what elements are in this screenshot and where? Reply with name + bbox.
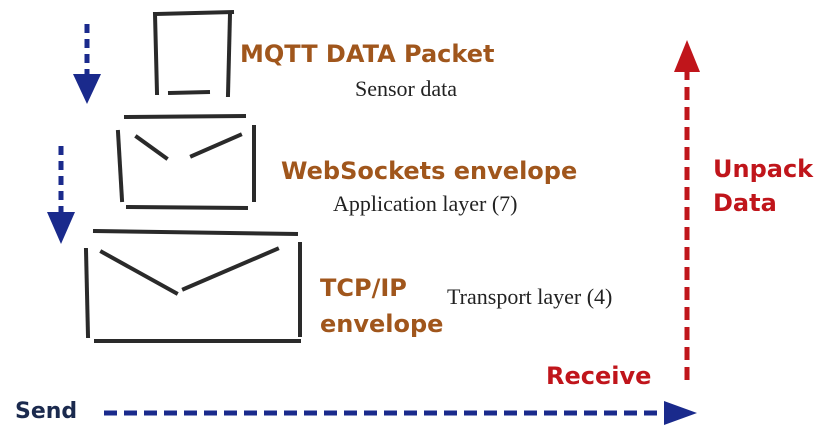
send-down-arrow-2 [47,146,75,244]
unpack-label-line2: Data [713,189,777,217]
receive-arrow [674,40,700,380]
websockets-envelope-icon [115,113,256,211]
document-icon [152,9,235,98]
tcpip-title-line2: envelope [320,310,444,338]
tcpip-title-line1: TCP/IP [320,274,407,302]
mqtt-packet-title: MQTT DATA Packet [240,40,495,68]
send-arrow [104,401,697,425]
websockets-title: WebSockets envelope [281,157,578,185]
unpack-label-line1: Unpack [713,155,814,183]
tcpip-envelope-icon [83,228,302,343]
send-down-arrow-1 [73,24,101,104]
mqtt-packet-subtitle: Sensor data [355,76,458,101]
websockets-subtitle: Application layer (7) [333,191,518,216]
tcpip-subtitle: Transport layer (4) [447,284,613,309]
receive-label: Receive [546,362,652,390]
send-label: Send [15,399,78,424]
